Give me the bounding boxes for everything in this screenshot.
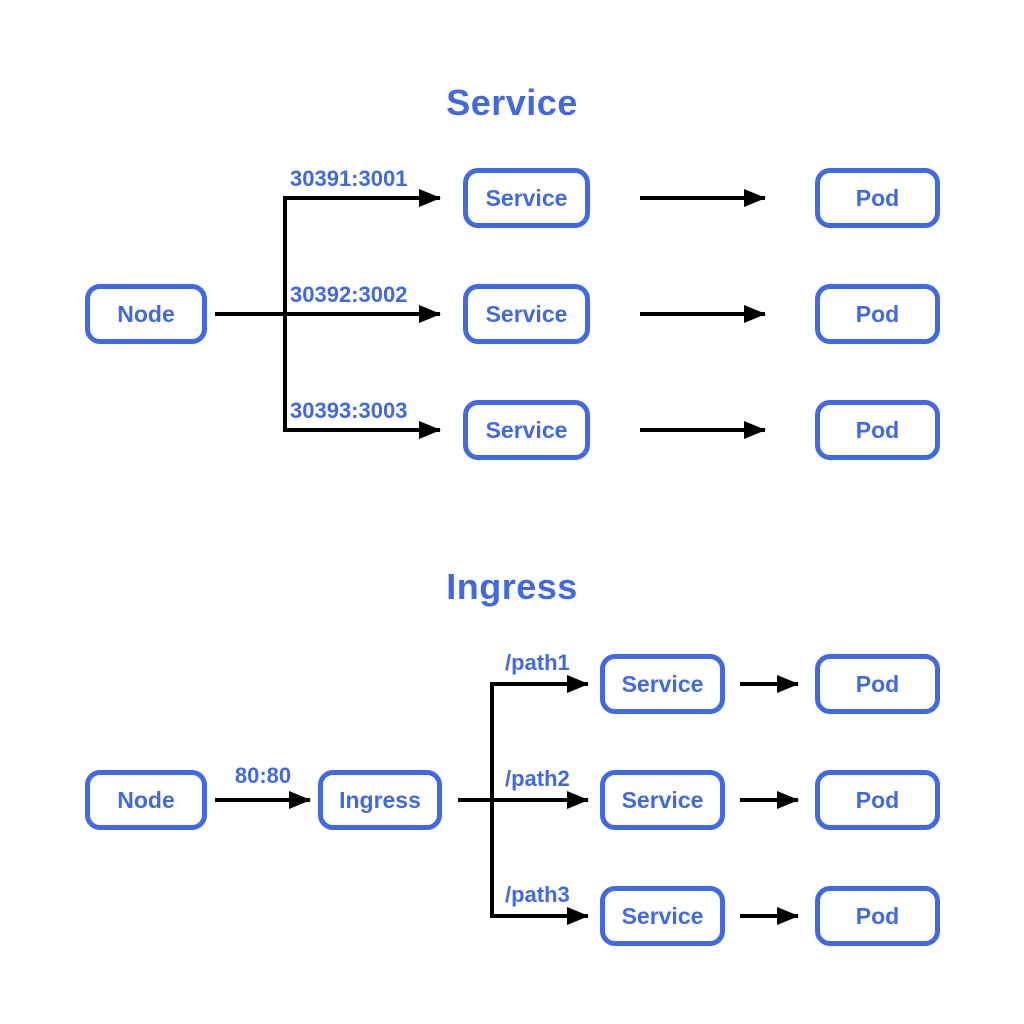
path-label-3: /path3 xyxy=(505,882,570,907)
ingress-pod-box-3: Pod xyxy=(815,886,940,946)
pod-label: Pod xyxy=(855,300,900,327)
ingress-box: Ingress xyxy=(318,770,442,830)
ingress-section-title: Ingress xyxy=(446,566,578,607)
pod-label: Pod xyxy=(855,902,900,929)
ingress-service-box-3: Service xyxy=(600,886,725,946)
path-label-2: /path2 xyxy=(505,766,570,791)
ingress-pod-box-2: Pod xyxy=(815,770,940,830)
ingress-service-box-2: Service xyxy=(600,770,725,830)
service-box-2: Service xyxy=(463,284,590,344)
pod-box-2: Pod xyxy=(815,284,940,344)
ingress-port-label: 80:80 xyxy=(234,763,292,788)
node-label: Node xyxy=(117,786,175,813)
pod-box-1: Pod xyxy=(815,168,940,228)
service-label: Service xyxy=(485,300,568,327)
service-label: Service xyxy=(621,786,704,813)
service-label: Service xyxy=(621,670,704,697)
ingress-service-box-1: Service xyxy=(600,654,725,714)
ingress-label: Ingress xyxy=(339,786,421,813)
service-label: Service xyxy=(485,184,568,211)
pod-label: Pod xyxy=(855,786,900,813)
nodeport-label-3: 30393:3003 xyxy=(290,398,408,423)
pod-label: Pod xyxy=(855,184,900,211)
service-box-1: Service xyxy=(463,168,590,228)
ingress-pod-box-1: Pod xyxy=(815,654,940,714)
ingress-flow-node-box: Node xyxy=(85,770,207,830)
node-label: Node xyxy=(117,300,175,327)
service-label: Service xyxy=(621,902,704,929)
service-box-3: Service xyxy=(463,400,590,460)
nodeport-label-1: 30391:3001 xyxy=(290,166,408,191)
pod-label: Pod xyxy=(855,416,900,443)
pod-label: Pod xyxy=(855,670,900,697)
service-label: Service xyxy=(485,416,568,443)
service-section-title: Service xyxy=(446,82,578,123)
nodeport-label-2: 30392:3002 xyxy=(290,282,408,307)
pod-box-3: Pod xyxy=(815,400,940,460)
service-flow-node-box: Node xyxy=(85,284,207,344)
path-label-1: /path1 xyxy=(505,650,570,675)
